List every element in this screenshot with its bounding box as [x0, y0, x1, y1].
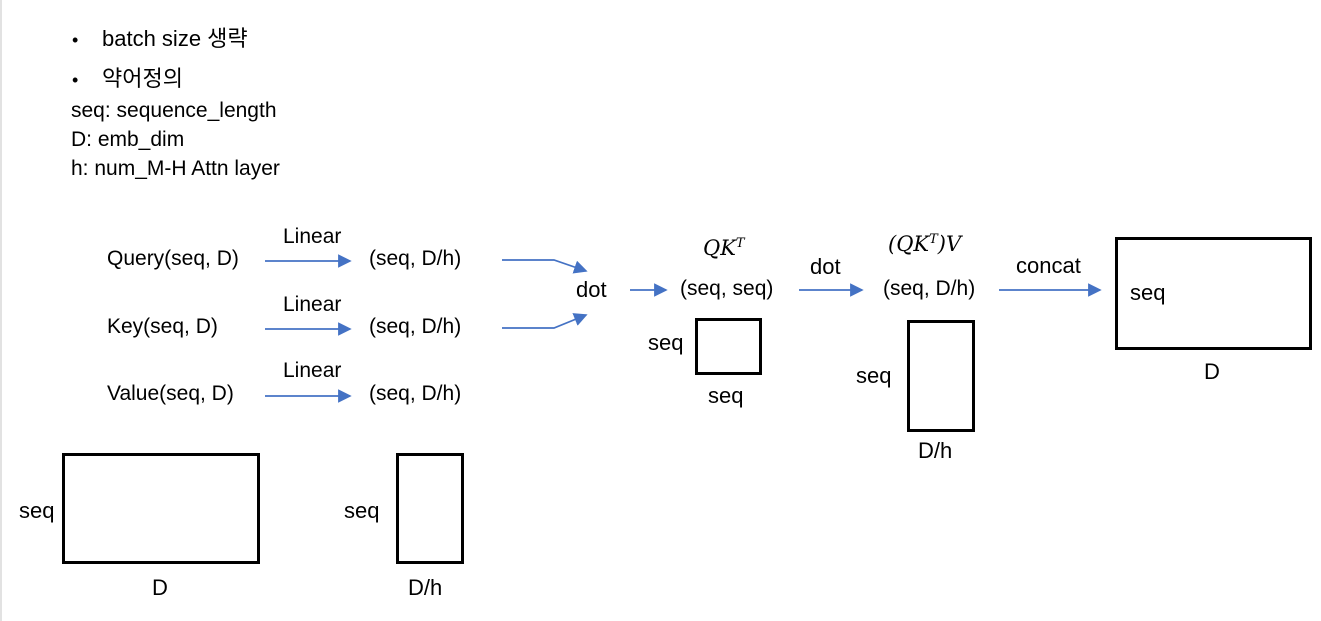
abbrev-h: h: num_M-H Attn layer — [71, 157, 280, 180]
abbrev-seq: seq: sequence_length — [71, 99, 277, 122]
head-input-matrix-box — [396, 453, 464, 564]
head-output-matrix-box — [907, 320, 975, 432]
note-batch-size: batch size 생략 — [102, 26, 248, 51]
attn-matrix-bottom-label: seq — [708, 383, 744, 408]
qkt-base: QK — [703, 236, 736, 260]
linear-op-label: Linear — [283, 359, 342, 382]
qktv-formula: (QKT)V — [888, 233, 961, 255]
attn-matrix-box — [695, 318, 762, 375]
abbrev-d: D: emb_dim — [71, 128, 185, 151]
head-input-side-label: seq — [344, 498, 380, 523]
head-input-bottom-label: D/h — [408, 575, 443, 600]
final-output-inside-label: seq — [1130, 280, 1166, 305]
linear-op-label: Linear — [283, 293, 342, 316]
value-output-shape: (seq, D/h) — [369, 382, 462, 405]
final-output-bottom-label: D — [1204, 359, 1220, 384]
head-output-side-label: seq — [856, 363, 892, 388]
head-output-bottom-label: D/h — [918, 438, 953, 463]
dot-op-label: dot — [576, 277, 607, 302]
final-output-matrix-box: seq — [1115, 237, 1312, 350]
key-output-shape: (seq, D/h) — [369, 315, 462, 338]
concat-op-label: concat — [1016, 253, 1081, 278]
query-output-shape: (seq, D/h) — [369, 247, 462, 270]
key-input-label: Key(seq, D) — [107, 315, 218, 338]
arrow-k-to-dot — [502, 313, 588, 329]
embedding-side-label: seq — [19, 498, 55, 523]
bullet-icon: • — [72, 70, 79, 90]
bullet-icon: • — [72, 30, 79, 50]
qktv-p1: (QK — [888, 232, 930, 256]
linear-op-label: Linear — [283, 225, 342, 248]
dot2-op-label: dot — [810, 254, 841, 279]
embedding-bottom-label: D — [152, 575, 168, 600]
arrow-q-to-dot — [502, 259, 588, 274]
qkt-shape: (seq, seq) — [680, 277, 774, 300]
attn-matrix-side-label: seq — [648, 330, 684, 355]
query-input-label: Query(seq, D) — [107, 247, 239, 270]
value-input-label: Value(seq, D) — [107, 382, 234, 405]
qkt-formula: QKT — [703, 237, 745, 259]
qktv-sup: T — [929, 232, 938, 247]
note-abbrev-title: 약어정의 — [102, 66, 183, 91]
embedding-matrix-box — [62, 453, 260, 564]
qktv-p2: )V — [937, 232, 962, 256]
qktv-shape: (seq, D/h) — [883, 277, 976, 300]
qkt-sup: T — [735, 236, 745, 251]
